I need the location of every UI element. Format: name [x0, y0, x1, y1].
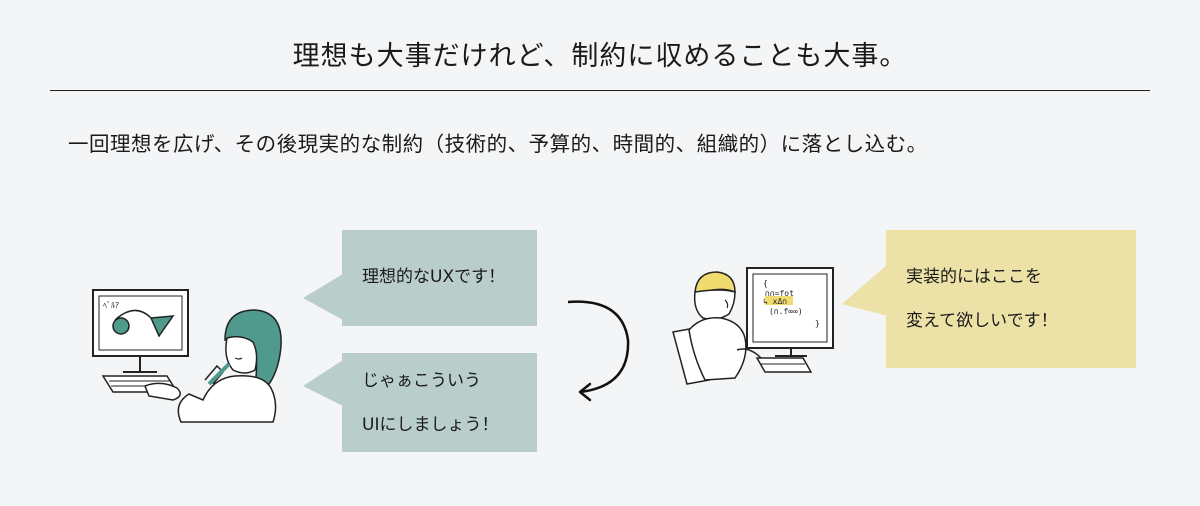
- title-divider: [50, 90, 1150, 91]
- speech-bubble-engineer: 実装的にはここを 変えて欲しいです！: [886, 230, 1136, 368]
- screen-triangle-shape: [149, 315, 175, 338]
- bubble-compromise-line2: UIにしましょう！: [362, 415, 499, 435]
- engineer-body: [688, 317, 747, 381]
- screen-circle-shape: [112, 317, 130, 335]
- feedback-arrow: [567, 300, 630, 402]
- bubble-compromise-line1: じゃぁこういう: [362, 371, 481, 391]
- bubble-engineer-line2: 変えて欲しいです！: [906, 311, 1058, 331]
- engineer-hair: [694, 271, 736, 294]
- speech-bubble-ideal: 理想的なUXです！: [342, 230, 537, 326]
- page-title: 理想も大事だけれど、制約に収めることも大事。: [292, 41, 908, 72]
- screen-scribble: ﾍﾞﾙｱ: [103, 301, 119, 310]
- bubble-ideal-tail: [303, 274, 343, 320]
- bubble-engineer-line1: 実装的にはここを: [906, 267, 1042, 287]
- bubble-ideal-text: 理想的なUXです！: [362, 267, 506, 287]
- designer-illustration: ﾍﾞﾙｱ: [92, 289, 282, 423]
- code-line-4: (∩.f∞∞): [769, 307, 803, 316]
- designer-face: [225, 335, 258, 374]
- bubble-compromise-tail: [303, 360, 343, 406]
- code-line-1: {: [763, 279, 768, 288]
- stylus-pen: [207, 362, 231, 386]
- arrow-curve: [567, 300, 630, 394]
- speech-bubble-compromise: じゃぁこういう UIにしましょう！: [342, 353, 537, 452]
- engineer-face: [693, 289, 736, 321]
- arrow-head: [578, 382, 592, 402]
- engineer-keyboard: [755, 357, 813, 373]
- designer-body: [177, 375, 277, 423]
- code-line-2: ∩∩=fot: [765, 289, 794, 298]
- bubble-engineer-tail: [842, 264, 888, 316]
- subtitle: 一回理想を広げ、その後現実的な制約（技術的、予算的、時間的、組織的）に落とし込む…: [68, 132, 928, 156]
- code-line-5: }: [815, 319, 820, 328]
- code-line-3: ↳ xΔ∩: [763, 297, 787, 306]
- engineer-illustration: { ∩∩=fot ↳ xΔ∩ (∩.f∞∞) }: [672, 267, 834, 385]
